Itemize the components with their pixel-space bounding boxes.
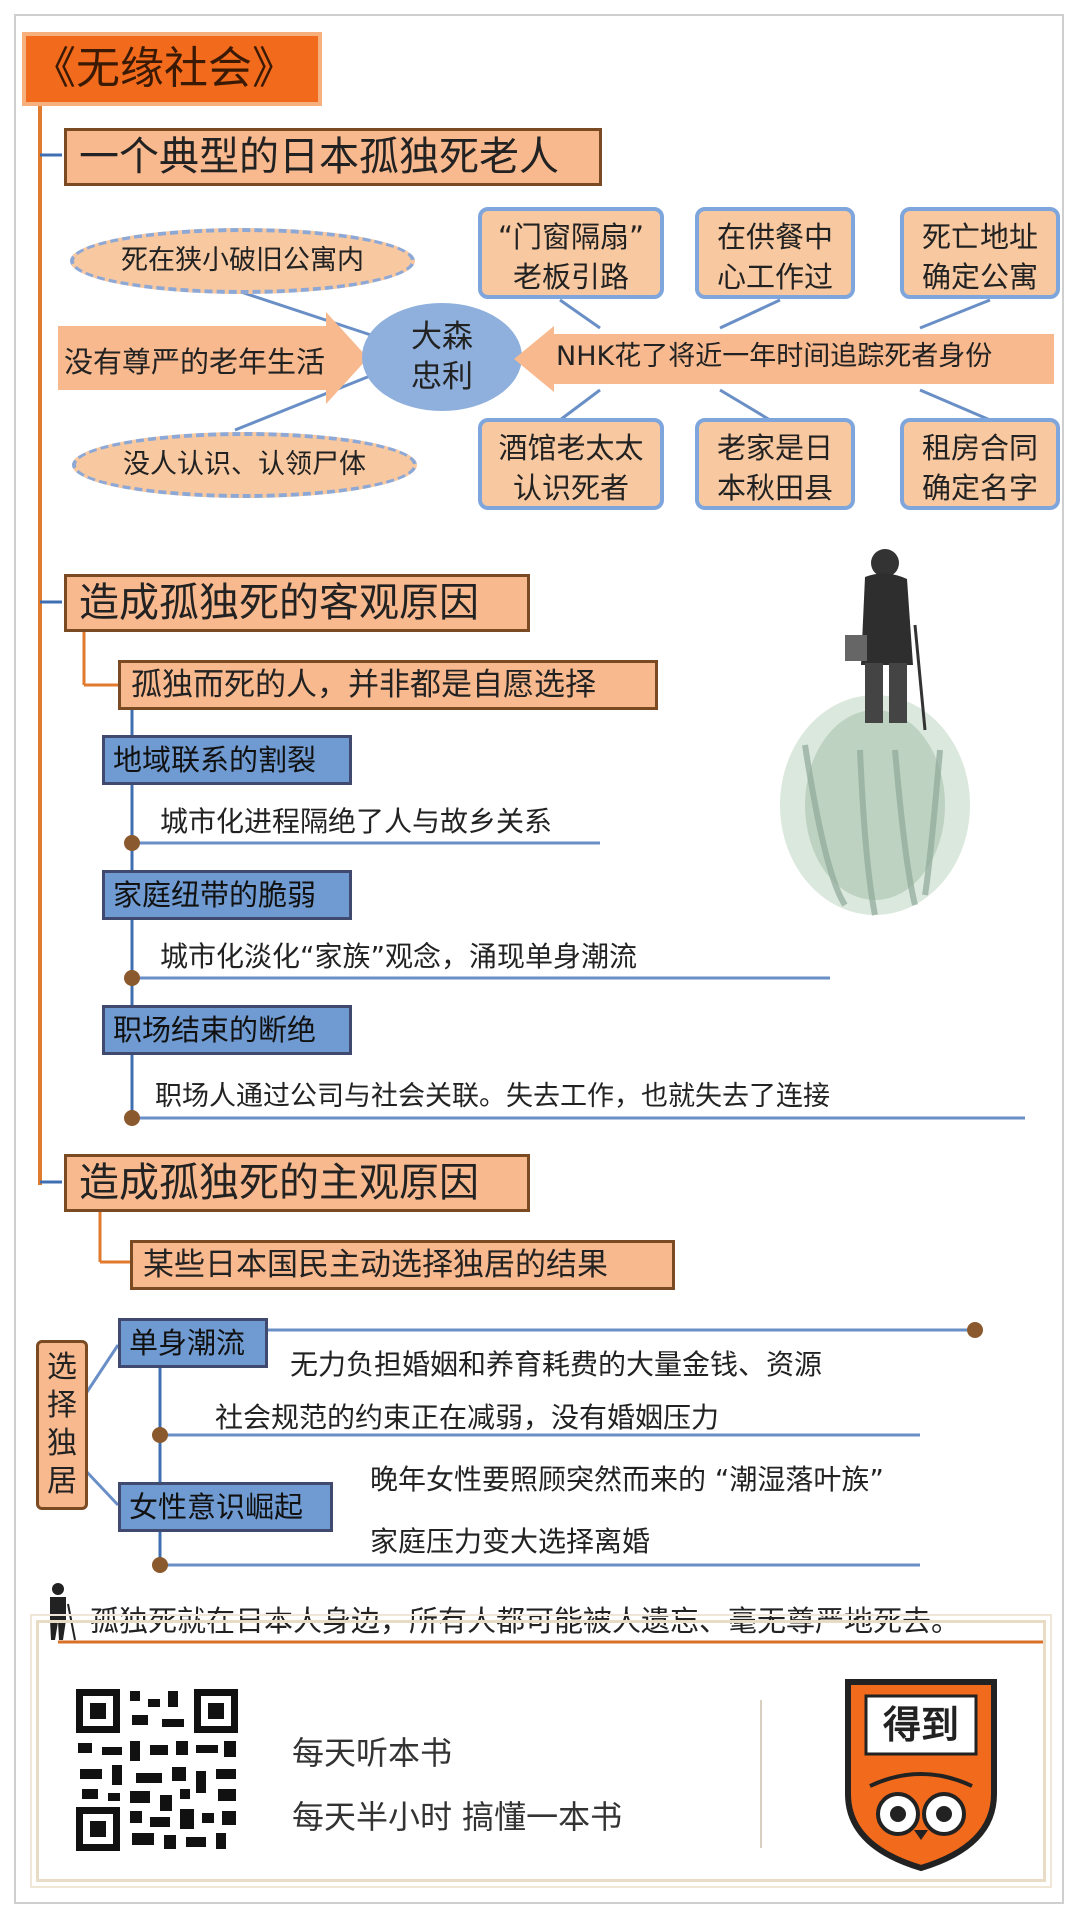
left-arrow-shape bbox=[58, 312, 368, 404]
subjective-text-norms: 社会规范的约束正在减弱，没有婚姻压力 bbox=[215, 1401, 720, 1434]
slogan-line-1: 每天听本书 bbox=[292, 1734, 453, 1772]
clue-box-line: 认识死者 bbox=[512, 471, 629, 505]
cause-text-workplace-end: 职场人通过公司与社会关联。失去工作，也就失去了连接 bbox=[155, 1081, 830, 1112]
central-person-name-line2: 忠利 bbox=[411, 359, 473, 395]
ellipse-unclaimed-body: 没人认识、认领尸体 bbox=[72, 432, 417, 498]
subjective-text-divorce: 家庭压力变大选择离婚 bbox=[370, 1525, 651, 1558]
side-label-char: 居 bbox=[47, 1464, 77, 1499]
dedao-logo bbox=[845, 1679, 997, 1872]
subjective-text-wet-leaves: 晚年女性要照顾突然而来的 “潮湿落叶族” bbox=[370, 1463, 884, 1496]
cause-label-family-bonds: 家庭纽带的脆弱 bbox=[102, 870, 352, 920]
cause-label-regional-ties: 地域联系的割裂 bbox=[102, 735, 352, 785]
clue-box-hometown: 老家是日 本秋田县 bbox=[695, 418, 855, 510]
side-label-char: 选 bbox=[47, 1350, 77, 1385]
footer-panel bbox=[30, 1614, 1052, 1888]
subjective-label-single-trend: 单身潮流 bbox=[118, 1318, 268, 1368]
clue-box-door-shop: “门窗隔扇” 老板引路 bbox=[478, 207, 664, 299]
clue-box-rental-contract: 租房合同 确定名字 bbox=[900, 418, 1060, 510]
clue-box-meal-center: 在供餐中 心工作过 bbox=[695, 207, 855, 299]
ellipse-small-apartment: 死在狭小破旧公寓内 bbox=[70, 228, 415, 294]
clue-box-line: 租房合同 bbox=[921, 431, 1038, 465]
elderly-walker-icon bbox=[50, 1583, 76, 1641]
page-title: 《无缘社会》 bbox=[22, 32, 322, 106]
section-heading-subjective-causes: 造成孤独死的主观原因 bbox=[64, 1154, 530, 1212]
left-arrow-label: 没有尊严的老年生活 bbox=[64, 345, 326, 379]
central-person-ellipse: 大森 忠利 bbox=[362, 303, 522, 411]
cause-text-family-bonds: 城市化淡化“家族”观念，涌现单身潮流 bbox=[160, 940, 638, 973]
section-heading-objective-causes: 造成孤独死的客观原因 bbox=[64, 574, 530, 632]
subjective-label-female-awareness: 女性意识崛起 bbox=[118, 1482, 333, 1532]
clue-box-line: “门窗隔扇” bbox=[497, 220, 645, 254]
central-person-name-line1: 大森 bbox=[411, 319, 473, 355]
clue-box-bar-lady: 酒馆老太太 认识死者 bbox=[478, 418, 664, 510]
qr-code-icon[interactable] bbox=[72, 1685, 242, 1855]
clue-box-line: 本秋田县 bbox=[716, 471, 833, 505]
right-arrow-label: NHK花了将近一年时间追踪死者身份 bbox=[556, 341, 993, 372]
clue-box-line: 老板引路 bbox=[512, 260, 629, 294]
side-label-char: 独 bbox=[47, 1426, 77, 1461]
footer-divider bbox=[760, 1700, 762, 1848]
clue-box-line: 死亡地址 bbox=[921, 220, 1038, 254]
side-label-char: 择 bbox=[47, 1388, 77, 1423]
side-label-choose-solitude: 选 择 独 居 bbox=[36, 1340, 88, 1510]
page-frame bbox=[14, 14, 1064, 1904]
subheading-not-voluntary: 孤独而死的人，并非都是自愿选择 bbox=[118, 660, 658, 710]
right-arrow-shape bbox=[514, 326, 1054, 392]
elderly-man-illustration bbox=[780, 549, 970, 916]
clue-box-line: 确定公寓 bbox=[921, 260, 1038, 294]
clue-box-line: 心工作过 bbox=[716, 260, 833, 294]
logo-text: 得到 bbox=[882, 1702, 959, 1747]
slogan-line-2: 每天半小时 搞懂一本书 bbox=[292, 1798, 623, 1836]
subheading-voluntary-solitude: 某些日本国民主动选择独居的结果 bbox=[130, 1240, 675, 1290]
section-heading-typical-case: 一个典型的日本孤独死老人 bbox=[64, 128, 602, 186]
clue-box-line: 老家是日 bbox=[716, 431, 833, 465]
clue-box-line: 酒馆老太太 bbox=[498, 431, 644, 465]
subjective-text-cost: 无力负担婚姻和养育耗费的大量金钱、资源 bbox=[290, 1348, 823, 1381]
clue-box-line: 确定名字 bbox=[921, 471, 1038, 505]
clue-box-line: 在供餐中 bbox=[716, 220, 833, 254]
clue-box-death-address: 死亡地址 确定公寓 bbox=[900, 207, 1060, 299]
cause-label-workplace-end: 职场结束的断绝 bbox=[102, 1005, 352, 1055]
cause-text-regional-ties: 城市化进程隔绝了人与故乡关系 bbox=[160, 805, 553, 838]
